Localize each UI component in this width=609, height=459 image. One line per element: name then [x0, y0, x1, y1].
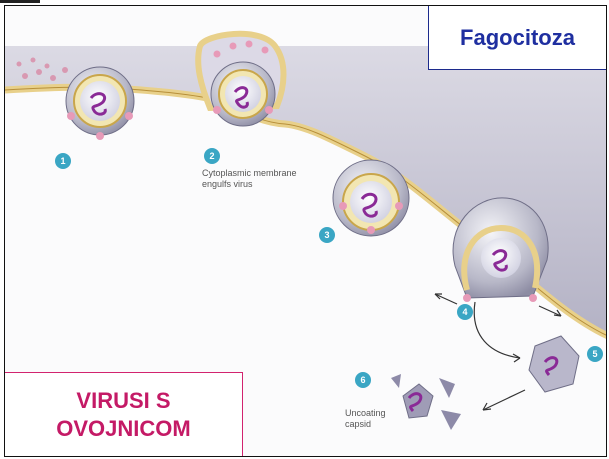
- step-badge-2: 2: [204, 148, 220, 164]
- slide-frame: 1 2 3 4 5: [4, 5, 607, 457]
- step-number-6: 6: [360, 375, 365, 385]
- step-number-3: 3: [324, 230, 329, 240]
- annotation-uncoating-line1: Uncoating: [345, 408, 386, 418]
- step-badge-1: 1: [55, 153, 71, 169]
- step-number-2: 2: [209, 151, 214, 161]
- step-badge-3: 3: [319, 227, 335, 243]
- step-number-4: 4: [462, 307, 467, 317]
- annotation-membrane-line1: Cytoplasmic membrane: [202, 168, 297, 178]
- corner-mark: [0, 0, 40, 3]
- annotation-membrane-line2: engulfs virus: [202, 179, 253, 189]
- annotation-uncoating-line2: capsid: [345, 419, 371, 429]
- step-badge-4: 4: [457, 304, 473, 320]
- label-box: VIRUSI S OVOJNICOM: [5, 372, 243, 456]
- step-number-5: 5: [592, 349, 597, 359]
- label-line-1: VIRUSI S: [76, 387, 170, 415]
- step-badge-5: 5: [587, 346, 603, 362]
- step-number-1: 1: [60, 156, 65, 166]
- virus-step-3: [333, 160, 409, 236]
- slide-title: Fagocitoza: [460, 25, 575, 51]
- label-line-2: OVOJNICOM: [56, 415, 190, 443]
- title-box: Fagocitoza: [428, 6, 606, 70]
- step-badge-6: 6: [355, 372, 371, 388]
- virus-step-4: [453, 198, 548, 302]
